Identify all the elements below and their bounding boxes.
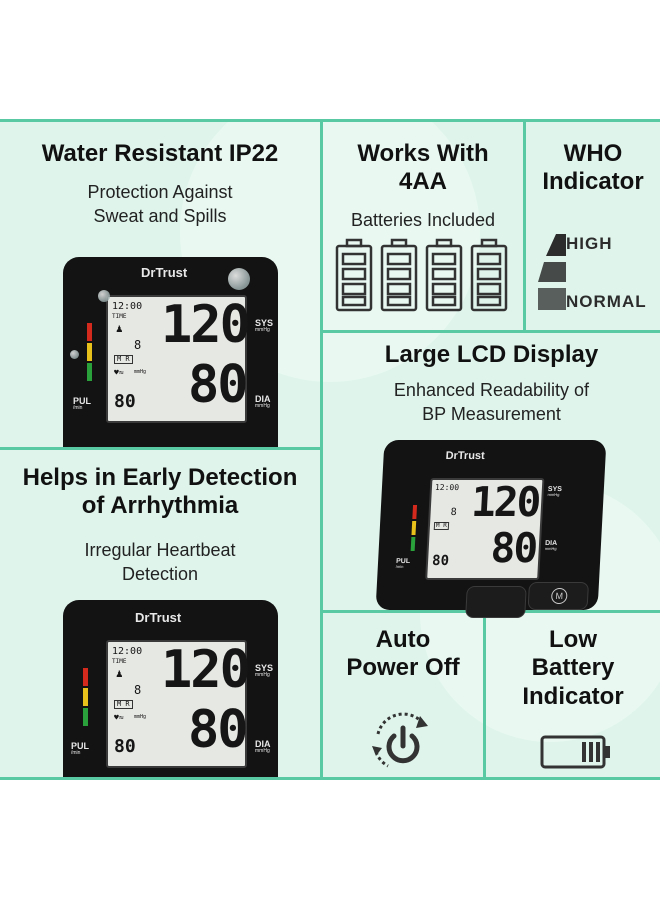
- batteries-subtitle: Batteries Included: [350, 210, 496, 230]
- who-led-green: [410, 537, 416, 551]
- who-led-yellow: [87, 343, 92, 361]
- who-high-label: HIGH: [566, 234, 613, 253]
- divider: [0, 777, 660, 780]
- lcd-unit: mmHg: [134, 369, 147, 375]
- lcd-memory-number: 8: [450, 507, 457, 518]
- who-normal-label: NORMAL: [566, 292, 647, 311]
- divider: [0, 447, 320, 450]
- user-icon: ♟: [116, 667, 123, 680]
- who-led-green: [83, 708, 88, 726]
- memory-button[interactable]: M: [527, 582, 590, 610]
- monitor-device: DrTrust 12:00 TIME ♟ 8 M R ♥≈ mmHg 120 8…: [63, 600, 278, 777]
- water-droplet-icon: [228, 268, 250, 290]
- lcd-screen: 12:00 8 M R 120 80 80: [425, 478, 545, 580]
- lcd-unit: mmHg: [134, 714, 147, 720]
- auto-off-title: Auto Power Off: [346, 626, 460, 682]
- divider: [323, 330, 660, 333]
- lcd-mr-label: M R: [114, 700, 133, 709]
- lcd-diastolic: 80: [188, 355, 249, 415]
- lcd-time: 12:00: [112, 301, 143, 312]
- pul-label: PUL/min: [71, 741, 89, 757]
- water-title: Water Resistant IP22: [41, 140, 279, 167]
- pul-label: PUL/min: [73, 396, 91, 412]
- lcd-title: Large LCD Display: [384, 341, 599, 368]
- memory-button-label: M: [550, 588, 568, 604]
- water-droplet-icon: [70, 350, 79, 359]
- battery-icon: [380, 238, 418, 312]
- power-icon: [372, 712, 428, 768]
- water-subtitle: Protection Against Sweat and Spills: [87, 182, 233, 227]
- lcd-mr-label: M R: [433, 522, 450, 530]
- brand-logo: DrTrust: [445, 450, 486, 462]
- who-led-red: [87, 323, 92, 341]
- battery-icon: [470, 238, 508, 312]
- batteries-title: Works With 4AA: [357, 140, 489, 196]
- lcd-systolic: 120: [161, 295, 251, 355]
- irregular-heartbeat-icon: ♥≈: [114, 368, 124, 377]
- who-led-yellow: [411, 521, 417, 535]
- battery-icon: [425, 238, 463, 312]
- lcd-systolic: 120: [469, 478, 541, 526]
- who-scale-icon: [538, 234, 566, 310]
- irregular-heartbeat-icon: ♥≈: [114, 713, 124, 722]
- lcd-time-label: TIME: [112, 313, 127, 320]
- lcd-memory-number: 8: [134, 338, 142, 352]
- who-led-red: [412, 505, 418, 519]
- lcd-time: 12:00: [434, 483, 460, 492]
- divider: [320, 122, 323, 777]
- battery-icon: [335, 238, 373, 312]
- pul-label: PUL/min: [395, 558, 411, 570]
- lcd-diastolic: 80: [489, 524, 538, 572]
- lcd-screen: 12:00 TIME ♟ 8 M R ♥≈ mmHg 120 80 80: [106, 295, 251, 423]
- water-droplet-icon: [98, 290, 110, 302]
- lcd-systolic: 120: [161, 640, 251, 700]
- arrhythmia-subtitle: Irregular Heartbeat Detection: [84, 540, 236, 585]
- lcd-memory-number: 8: [134, 683, 142, 697]
- lcd-pulse: 80: [431, 553, 450, 569]
- lcd-pulse: 80: [114, 391, 136, 412]
- divider: [523, 122, 526, 332]
- who-led-red: [83, 668, 88, 686]
- lcd-time-label: TIME: [112, 658, 127, 665]
- battery-icons: [335, 238, 508, 312]
- who-led-green: [87, 363, 92, 381]
- lcd-subtitle: Enhanced Readability of BP Measurement: [393, 380, 590, 425]
- divider: [0, 119, 660, 122]
- lcd-time: 12:00: [112, 646, 143, 657]
- user-icon: ♟: [116, 322, 123, 335]
- divider: [483, 613, 486, 777]
- low-battery-icon: [540, 735, 610, 769]
- who-title: WHO Indicator: [542, 140, 644, 196]
- lcd-mr-label: M R: [114, 355, 133, 364]
- power-button[interactable]: [465, 586, 527, 618]
- lcd-screen: 12:00 TIME ♟ 8 M R ♥≈ mmHg 120 80 80: [106, 640, 251, 768]
- brand-logo: DrTrust: [135, 610, 182, 625]
- low-battery-title: Low Battery Indicator: [522, 626, 624, 710]
- who-led-yellow: [83, 688, 88, 706]
- lcd-diastolic: 80: [188, 700, 249, 760]
- arrhythmia-title: Helps in Early Detection of Arrhythmia: [22, 464, 298, 520]
- lcd-pulse: 80: [114, 736, 136, 757]
- brand-logo: DrTrust: [141, 265, 188, 280]
